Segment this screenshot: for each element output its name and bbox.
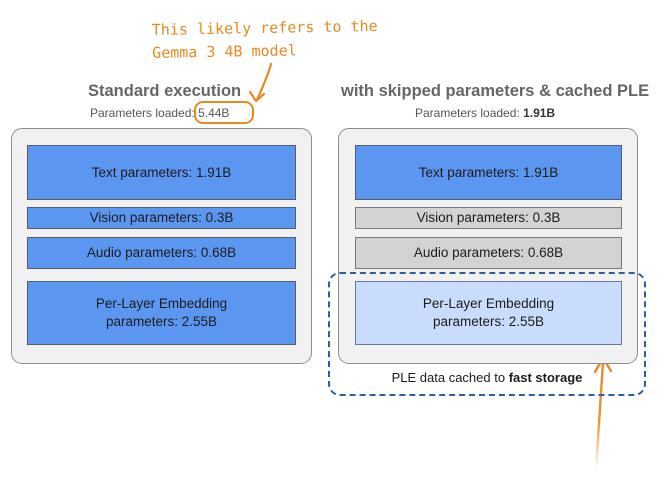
right-params-loaded: Parameters loaded: 1.91B bbox=[415, 106, 555, 120]
left-audio-params-block: Audio parameters: 0.68B bbox=[27, 237, 296, 269]
right-ple-line-2: parameters: 2.55B bbox=[432, 314, 545, 329]
right-audio-params-block: Audio parameters: 0.68B bbox=[355, 237, 622, 269]
right-vision-params-block: Vision parameters: 0.3B bbox=[355, 207, 622, 229]
right-ple-params-block: Per-Layer Embedding parameters: 2.55B bbox=[355, 281, 622, 345]
right-text-params-label: Text parameters: 1.91B bbox=[418, 164, 559, 180]
left-params-loaded: Parameters loaded: 5.44B bbox=[90, 106, 229, 120]
left-params-loaded-value: 5.44B bbox=[198, 106, 230, 120]
annotation-line-1: This likely refers to the bbox=[151, 16, 378, 39]
left-text-params-label: Text parameters: 1.91B bbox=[91, 164, 232, 180]
cache-caption: PLE data cached to fast storage bbox=[328, 370, 646, 385]
left-vision-params-block: Vision parameters: 0.3B bbox=[27, 207, 296, 229]
params-highlight-ring bbox=[194, 101, 254, 124]
left-text-params-block: Text parameters: 1.91B bbox=[27, 145, 296, 200]
right-params-loaded-value: 1.91B bbox=[523, 106, 556, 120]
left-ple-params-block: Per-Layer Embedding parameters: 2.55B bbox=[27, 281, 296, 345]
left-ple-line-2: parameters: 2.55B bbox=[105, 314, 218, 329]
left-audio-params-label: Audio parameters: 0.68B bbox=[86, 245, 237, 260]
annotation-line-2: Gemma 3 4B model bbox=[152, 41, 297, 62]
right-text-params-block: Text parameters: 1.91B bbox=[355, 145, 622, 200]
left-column-title: Standard execution bbox=[88, 82, 242, 100]
left-params-loaded-label: Parameters loaded: bbox=[90, 106, 195, 120]
annotation-note: This likely refers to the Gemma 3 4B mod… bbox=[151, 15, 378, 65]
right-column-title: with skipped parameters & cached PLE bbox=[341, 82, 650, 100]
right-audio-params-label: Audio parameters: 0.68B bbox=[413, 245, 564, 260]
right-ple-line-1: Per-Layer Embedding bbox=[422, 296, 555, 311]
cache-caption-prefix: PLE data cached to bbox=[391, 370, 506, 385]
cache-caption-emphasis: fast storage bbox=[508, 370, 583, 385]
ple-cache-region bbox=[328, 272, 646, 396]
right-params-loaded-label: Parameters loaded: bbox=[415, 106, 520, 120]
left-vision-params-label: Vision parameters: 0.3B bbox=[89, 210, 234, 225]
right-vision-params-label: Vision parameters: 0.3B bbox=[416, 210, 561, 225]
annotation-arrow-icon bbox=[248, 62, 273, 103]
left-ple-line-1: Per-Layer Embedding bbox=[95, 296, 228, 311]
